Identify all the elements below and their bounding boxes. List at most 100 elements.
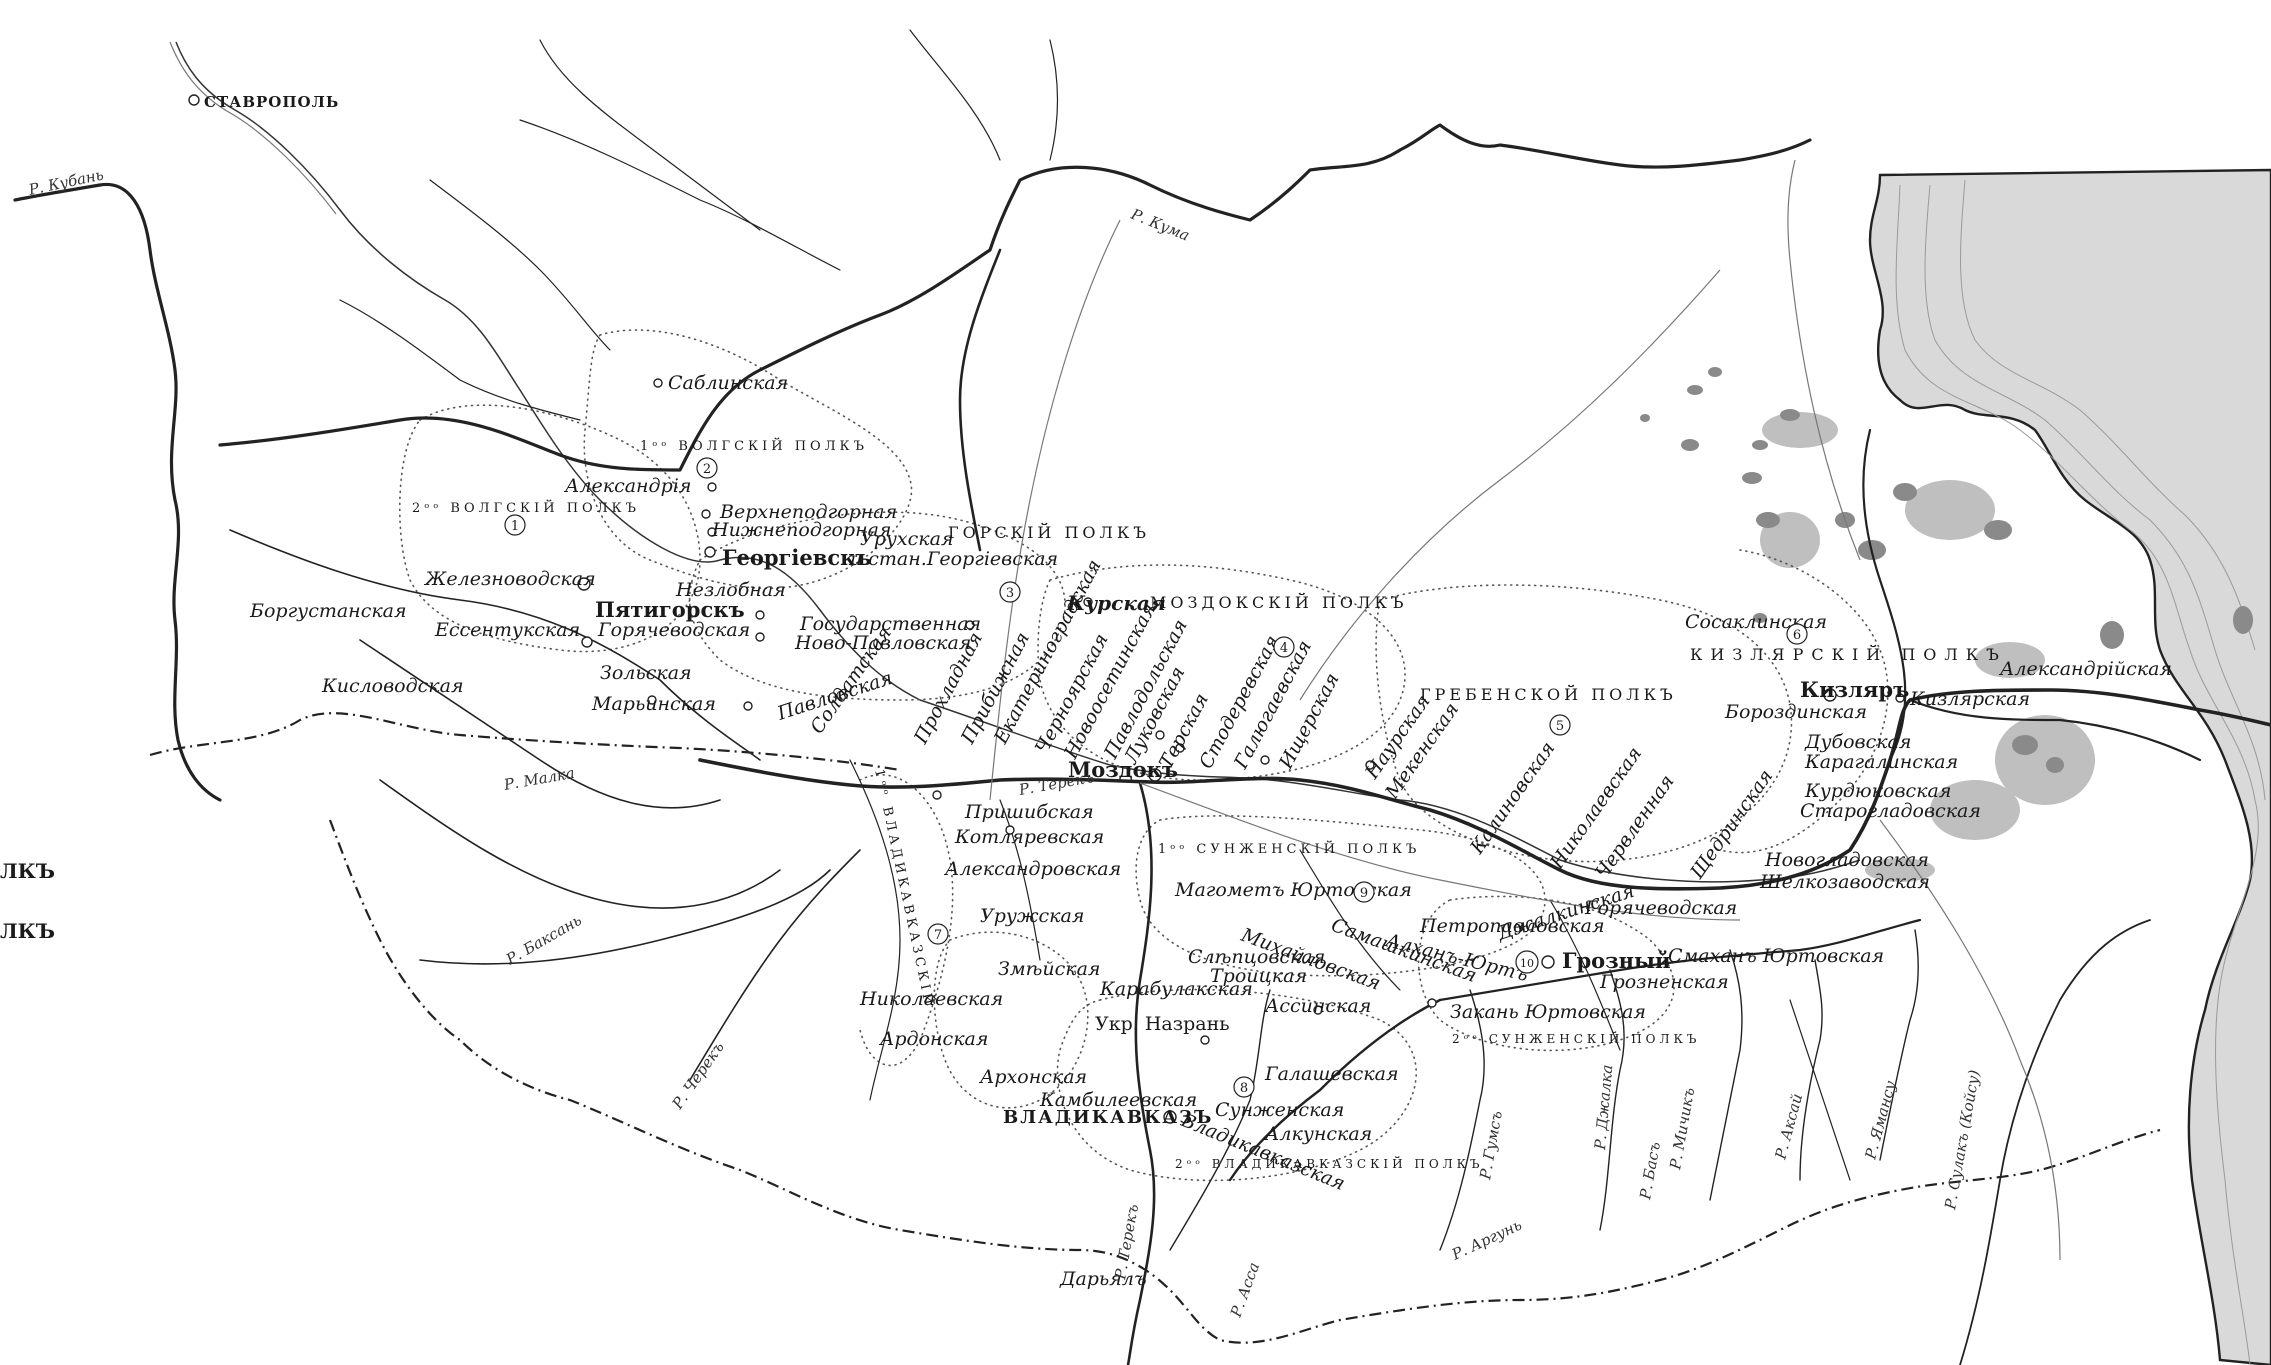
svg-text:10: 10 xyxy=(1520,957,1534,970)
station-aleksandriya: Александрія xyxy=(563,475,691,497)
station-sablinskaya: Саблинская xyxy=(668,372,788,394)
city-grozny: Грозный xyxy=(1562,948,1671,973)
station-zolskaya: Зольская xyxy=(600,662,692,684)
river-michik-label: Р. Мичикъ xyxy=(1666,1086,1698,1171)
settlement-markers xyxy=(188,94,1905,1124)
regiment-sunzhensky-1: 1ᵒᵒ СУНЖЕНСКІЙ ПОЛКЪ xyxy=(1158,840,1420,857)
regiment-sunzhensky-2: 2ᵒᵒ СУНЖЕНСКІЙ ПОЛКЪ xyxy=(1452,1030,1700,1046)
station-novopavlovskaya: Ново-Павловская xyxy=(794,632,971,654)
station-nezlobnaya: Незлобная xyxy=(675,579,786,601)
river-dzhalka-label: Р. Джалка xyxy=(1591,1064,1616,1152)
terek-delta-marshes xyxy=(1640,367,2253,882)
station-zheleznovodskaya: Железноводская xyxy=(423,568,596,590)
station-zakan-yurtovskaya: Закань Юртовская xyxy=(1450,1001,1646,1023)
station-kurskaya: Курская xyxy=(1066,591,1166,615)
regiment-number-6: 6 xyxy=(1786,623,1808,645)
station-shchedrinskaya: Щедринская xyxy=(1686,766,1778,884)
station-vladikavkazskaya: Владикавказская xyxy=(1177,1109,1348,1195)
station-smakhan-yurtovskaya: Смаханъ Юртовская xyxy=(1668,945,1884,967)
river-kuban-label: Р. Кубань xyxy=(26,165,105,199)
station-marinskaya: Марьинская xyxy=(591,693,716,715)
regiment-districts xyxy=(398,329,1889,1182)
city-georgievsk-suffix: и стан.Георгіевская xyxy=(850,548,1058,570)
station-urukhskaya: Урухская xyxy=(860,528,954,550)
regiment-number-5: 5 xyxy=(1549,714,1571,736)
city-vladikavkaz: ВЛАДИКАВКАЗЪ xyxy=(1003,1107,1213,1128)
station-kotlyarevskaya: Котляревская xyxy=(954,826,1104,848)
regiment-volgsky-2: 2ᵒᵒ ВОЛГСКІЙ ПОЛКЪ xyxy=(412,499,640,516)
svg-text:4: 4 xyxy=(1280,641,1288,656)
svg-text:1: 1 xyxy=(511,519,519,534)
station-petropavlovskaya: Петропавловская xyxy=(1419,915,1605,937)
river-sulak-label: Р. Сулакъ (Койсу) xyxy=(1941,1068,1983,1211)
station-kurdyukovskaya: Курдюковская xyxy=(1804,780,1951,802)
station-magomet-yurtovskaya: Магометъ Юртовская xyxy=(1174,879,1412,901)
roads xyxy=(989,159,2061,1261)
station-sleptsovskaya: Слѣпцовская xyxy=(1188,946,1325,968)
regiment-number-8: 8 xyxy=(1233,1076,1255,1098)
station-nikolaevskaya-east: Николаевская xyxy=(1546,743,1647,874)
river-gums-label: Р. Гумсъ xyxy=(1476,1110,1506,1182)
svg-text:5: 5 xyxy=(1556,719,1564,734)
station-karagalinskaya: Карагалинская xyxy=(1804,751,1958,773)
city-georgievsk: Георгіевскъ xyxy=(722,545,871,570)
station-groznenskaya: Грозненская xyxy=(1599,971,1729,993)
city-mozdok: Моздокъ xyxy=(1068,757,1178,782)
river-cherek-label: Р. Черекъ xyxy=(668,1038,728,1113)
station-kizlyarskaya: Кизлярская xyxy=(1909,688,2030,710)
station-dubovskaya: Дубовская xyxy=(1804,731,1911,753)
river-terek-label: Р. Терекъ xyxy=(1017,768,1096,799)
city-pyatigorsk: Пятигорскъ xyxy=(595,597,745,622)
station-kislovodskaya: Кисловодская xyxy=(321,675,464,697)
svg-text:6: 6 xyxy=(1793,628,1801,643)
station-arkhonskaya: Архонская xyxy=(978,1066,1087,1088)
station-zmeyskaya: Змѣйская xyxy=(998,958,1101,980)
city-stavropol: СТАВРОПОЛЬ xyxy=(204,93,339,111)
station-assinskaya: Ассинская xyxy=(1263,995,1371,1017)
station-troitskaya: Троицкая xyxy=(1210,965,1307,987)
regiment-number-1: 1 xyxy=(504,514,526,536)
station-novogladovskaya: Новогладовская xyxy=(1764,849,1929,871)
svg-text:9: 9 xyxy=(1360,886,1368,901)
station-borgustanskaya: Боргустанская xyxy=(249,600,407,622)
rivers xyxy=(13,29,2271,1365)
station-kambileevskaya: Камбилеевская xyxy=(1039,1089,1197,1111)
svg-text:8: 8 xyxy=(1240,1081,1248,1096)
city-kizlyar: Кизляръ xyxy=(1800,677,1909,702)
station-starogladovskaya: Старогладовская xyxy=(1800,800,1981,822)
station-nizhnepodgornaya: Нижнеподгорная xyxy=(711,519,892,541)
regiment-grebensky: ГРЕБЕНСКОЙ ПОЛКЪ xyxy=(1420,684,1677,704)
svg-text:2: 2 xyxy=(703,462,711,477)
regiment-kizlyarsky: КИЗЛЯРСКІЙ ПОЛКЪ xyxy=(1690,644,2007,664)
station-shelkozavodskaya: Шелкозаводская xyxy=(1759,871,1930,893)
river-argun-label: Р. Аргунь xyxy=(1448,1216,1524,1264)
regiment-number-7: 7 xyxy=(927,923,949,945)
svg-text:7: 7 xyxy=(934,928,942,943)
station-ukr-nazran: Укр. Назрань xyxy=(1095,1013,1230,1035)
river-assa-label: Р. Асса xyxy=(1227,1260,1264,1320)
station-goryachevodskaya-east: Горячеводская xyxy=(1584,897,1737,919)
station-aleksandriyskaya: Александрійская xyxy=(1998,658,2172,680)
regiment-gorsky: ГОРСКІЙ ПОЛКЪ xyxy=(948,522,1150,542)
regiment-number-4: 4 xyxy=(1273,636,1295,658)
station-verkhnepodgornaya: Верхнеподгорная xyxy=(719,501,897,523)
svg-text:3: 3 xyxy=(1006,586,1014,601)
caspian-sea xyxy=(1868,168,2271,1365)
river-basa-label: Р. Басъ xyxy=(1636,1140,1664,1201)
station-galashevskaya: Галашевская xyxy=(1264,1063,1399,1085)
regiment-number-10: 10 xyxy=(1515,950,1539,974)
regiment-vladikavkazsky-2: 2ᵒᵒ ВЛАДИКАВКАЗСКІЙ ПОЛКЪ xyxy=(1175,1155,1484,1171)
station-karabulakskaya: Карабулакская xyxy=(1099,978,1253,1000)
regiment-mozdoksky: МОЗДОКСКІЙ ПОЛКЪ xyxy=(1150,592,1407,612)
edge-fragment-2: ЛКЪ xyxy=(0,919,55,943)
station-aleksandrovskaya: Александровская xyxy=(943,858,1121,880)
station-prishibskaya: Пришибская xyxy=(964,801,1094,823)
state-border xyxy=(149,712,2161,1344)
regiment-number-markers: 1 2 3 4 5 6 7 8 9 10 xyxy=(504,457,1808,1098)
regiment-volgsky-1: 1ᵒᵒ ВОЛГСКІЙ ПОЛКЪ xyxy=(640,437,868,454)
river-yamansu-label: Р. Ямансу xyxy=(1861,1079,1899,1162)
edge-fragment-1: ЛКЪ xyxy=(0,859,55,883)
river-kuma-label: Р. Кума xyxy=(1128,205,1193,245)
station-essentukskaya: Ессентукская xyxy=(434,619,580,641)
